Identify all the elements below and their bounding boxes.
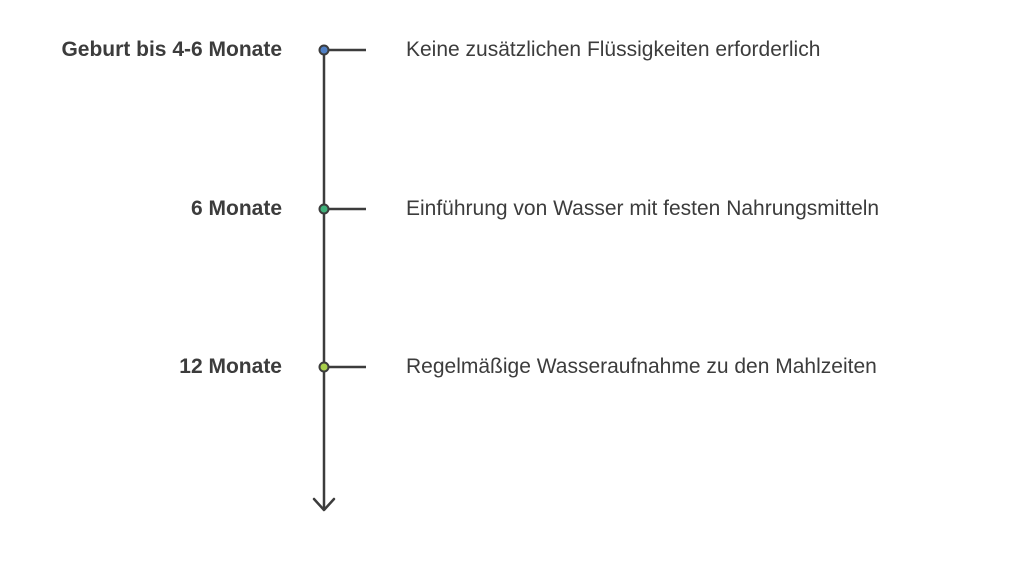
milestone-label: Geburt bis 4-6 Monate <box>61 38 282 61</box>
milestone-marker <box>318 361 330 373</box>
milestone-description: Keine zusätzlichen Flüssigkeiten erforde… <box>406 38 821 61</box>
milestone-label: 6 Monate <box>190 197 282 220</box>
milestone-description: Regelmäßige Wasseraufnahme zu den Mahlze… <box>406 355 877 378</box>
milestone-label: 12 Monate <box>179 355 282 378</box>
milestone-description: Einführung von Wasser mit festen Nahrung… <box>406 197 880 220</box>
milestone-marker <box>318 44 330 56</box>
milestone-marker <box>318 203 330 215</box>
timeline-arrowhead <box>312 497 336 512</box>
